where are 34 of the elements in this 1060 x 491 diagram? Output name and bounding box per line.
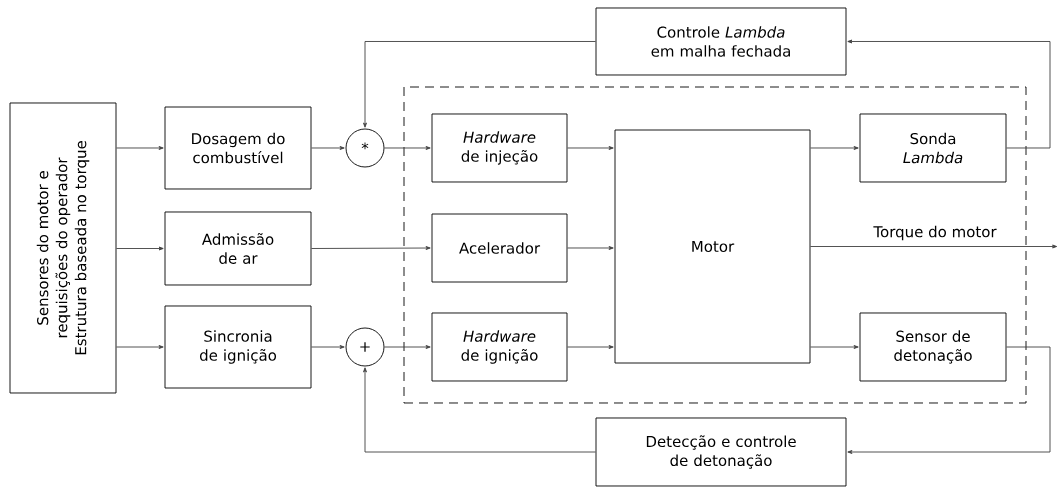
process-box: Sincronia de ignição (164, 305, 312, 389)
arrow (810, 244, 1058, 249)
arrow (567, 246, 614, 250)
process-box: Hardware de ignição (431, 312, 568, 382)
arrow (567, 345, 614, 349)
process-box: Dosagem do combustível (164, 106, 312, 190)
arrow (311, 146, 345, 150)
arrow (116, 146, 164, 150)
process-box: Hardware de injeção (431, 113, 568, 183)
arrow (384, 345, 431, 349)
process-box: Acelerador (431, 213, 568, 283)
process-box: Sensor de detonação (859, 312, 1007, 382)
input-box: Sensores do motor e requisições do operador Estrutura baseada no torque (9, 102, 117, 394)
arrow (810, 345, 859, 349)
arrow (363, 367, 596, 453)
arrow (116, 246, 164, 251)
arrow (847, 39, 1051, 149)
engine-box: Motor (614, 129, 811, 364)
edge-label: Torque do motor (872, 224, 998, 242)
arrow (116, 345, 164, 349)
process-box: Admissão de ar (164, 211, 312, 286)
summing-junction: * (345, 128, 385, 168)
arrow (311, 345, 345, 349)
arrow (311, 246, 431, 250)
arrow (384, 146, 431, 150)
process-box: Detecção e controle de detonação (595, 417, 847, 487)
arrow (363, 41, 596, 128)
arrow (810, 146, 859, 150)
dashed-frame (403, 86, 1027, 404)
arrow (847, 346, 1051, 454)
process-box: Controle Lambda em malha fechada (595, 7, 847, 76)
process-box: Sonda Lambda (859, 113, 1007, 183)
arrow (567, 146, 614, 150)
summing-junction: + (345, 327, 385, 367)
